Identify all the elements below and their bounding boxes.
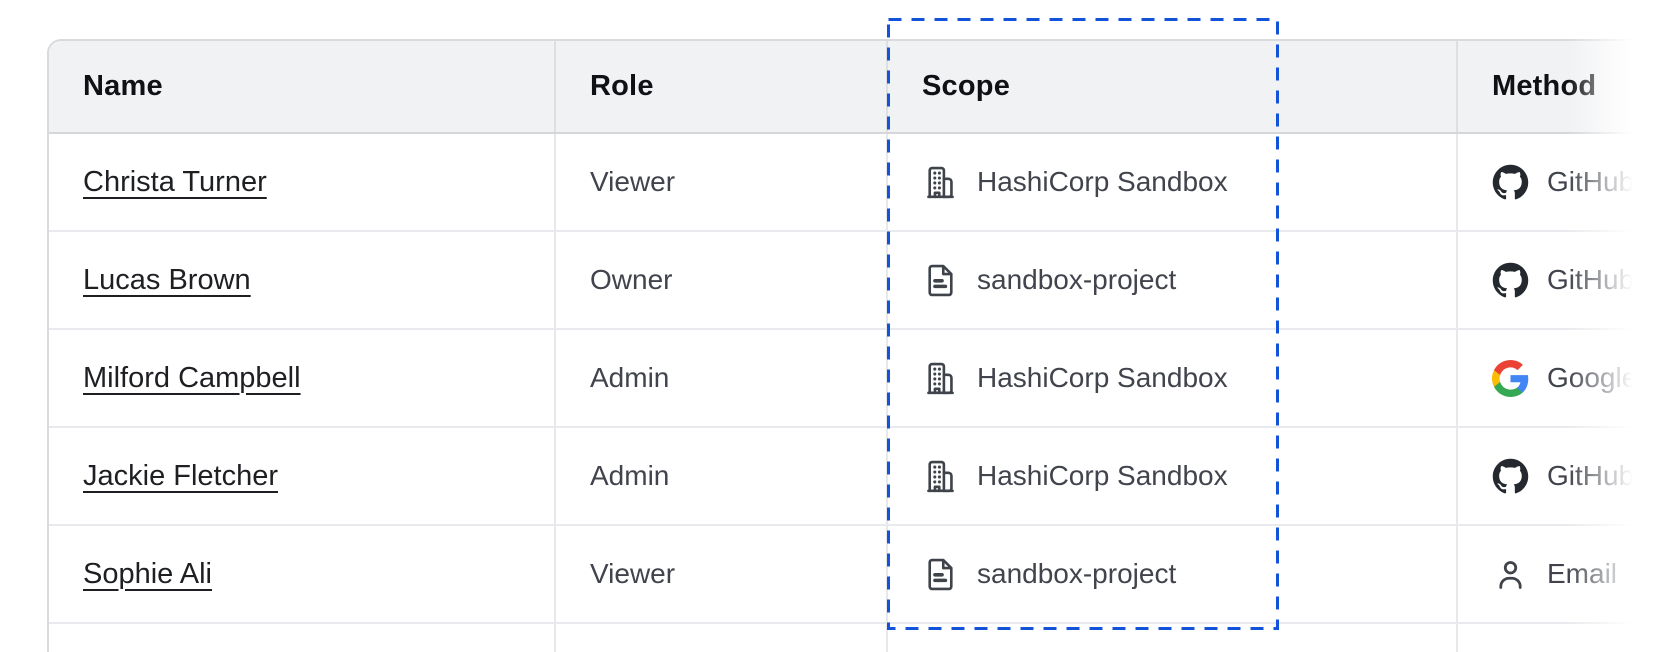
org-icon [922, 164, 959, 201]
member-scope: sandbox-project [977, 558, 1177, 589]
member-method: Google [1547, 362, 1638, 393]
org-icon [922, 360, 959, 397]
name-cell: Christa Turner [49, 134, 554, 230]
column-header-scope: Scope [886, 41, 1456, 132]
member-method: GitHub [1547, 264, 1635, 295]
role-cell: Owner [554, 232, 886, 328]
name-cell: Jackie Fletcher [49, 428, 554, 524]
column-header-name: Name [83, 70, 163, 102]
member-scope: HashiCorp Sandbox [977, 166, 1228, 197]
method-cell: GitHub [1456, 428, 1672, 524]
scope-cell: HashiCorp Sandbox [886, 330, 1456, 426]
members-table: Name Role Scope Method Christa Turner Vi… [47, 39, 1672, 652]
file-text-icon [922, 262, 959, 299]
table-row: Jackie Fletcher Admin HashiCorp Sandbox … [49, 426, 1672, 524]
name-cell: Milford Campbell [49, 330, 554, 426]
role-cell: Viewer [554, 526, 886, 622]
github-icon [1492, 164, 1529, 201]
member-role: Admin [590, 460, 670, 491]
scope-cell: HashiCorp Sandbox [886, 134, 1456, 230]
google-icon [1492, 360, 1529, 397]
member-name-link[interactable]: Milford Campbell [83, 361, 301, 394]
method-cell: GitHub [1456, 134, 1672, 230]
role-cell: Viewer [554, 134, 886, 230]
member-role: Viewer [590, 166, 676, 197]
github-icon [1492, 262, 1529, 299]
org-icon [922, 458, 959, 495]
member-scope: HashiCorp Sandbox [977, 460, 1228, 491]
method-cell: Email [1456, 526, 1672, 622]
member-scope: HashiCorp Sandbox [977, 362, 1228, 393]
scope-cell: HashiCorp Sandbox [886, 428, 1456, 524]
table-row: Christa Turner Viewer HashiCorp Sandbox … [49, 134, 1672, 230]
table-row: Sophie Ali Viewer sandbox-project Email [49, 524, 1672, 622]
column-header-name-role: Role [554, 41, 886, 132]
table-body: Christa Turner Viewer HashiCorp Sandbox … [49, 134, 1672, 622]
name-cell: Sophie Ali [49, 526, 554, 622]
method-cell: Google [1456, 330, 1672, 426]
member-name-link[interactable]: Sophie Ali [83, 557, 212, 590]
member-method: GitHub [1547, 460, 1635, 491]
member-role: Admin [590, 362, 670, 393]
table-header-row: Name Role Scope Method [49, 41, 1672, 134]
member-name-link[interactable]: Jackie Fletcher [83, 459, 279, 492]
member-method: Email [1547, 558, 1618, 589]
member-role: Viewer [590, 558, 676, 589]
member-scope: sandbox-project [977, 264, 1177, 295]
member-method: GitHub [1547, 166, 1635, 197]
name-cell: Lucas Brown [49, 232, 554, 328]
file-text-icon [922, 556, 959, 593]
scope-cell: sandbox-project [886, 232, 1456, 328]
column-header-method: Method [1456, 41, 1672, 132]
member-name-link[interactable]: Lucas Brown [83, 263, 251, 296]
scope-cell: sandbox-project [886, 526, 1456, 622]
table-row: Lucas Brown Owner sandbox-project GitHub [49, 230, 1672, 328]
user-icon [1492, 556, 1529, 593]
member-role: Owner [590, 264, 673, 295]
method-cell: GitHub [1456, 232, 1672, 328]
role-cell: Admin [554, 428, 886, 524]
table-row-partial [49, 622, 1672, 652]
member-name-link[interactable]: Christa Turner [83, 165, 267, 198]
github-icon [1492, 458, 1529, 495]
table-row: Milford Campbell Admin HashiCorp Sandbox… [49, 328, 1672, 426]
role-cell: Admin [554, 330, 886, 426]
